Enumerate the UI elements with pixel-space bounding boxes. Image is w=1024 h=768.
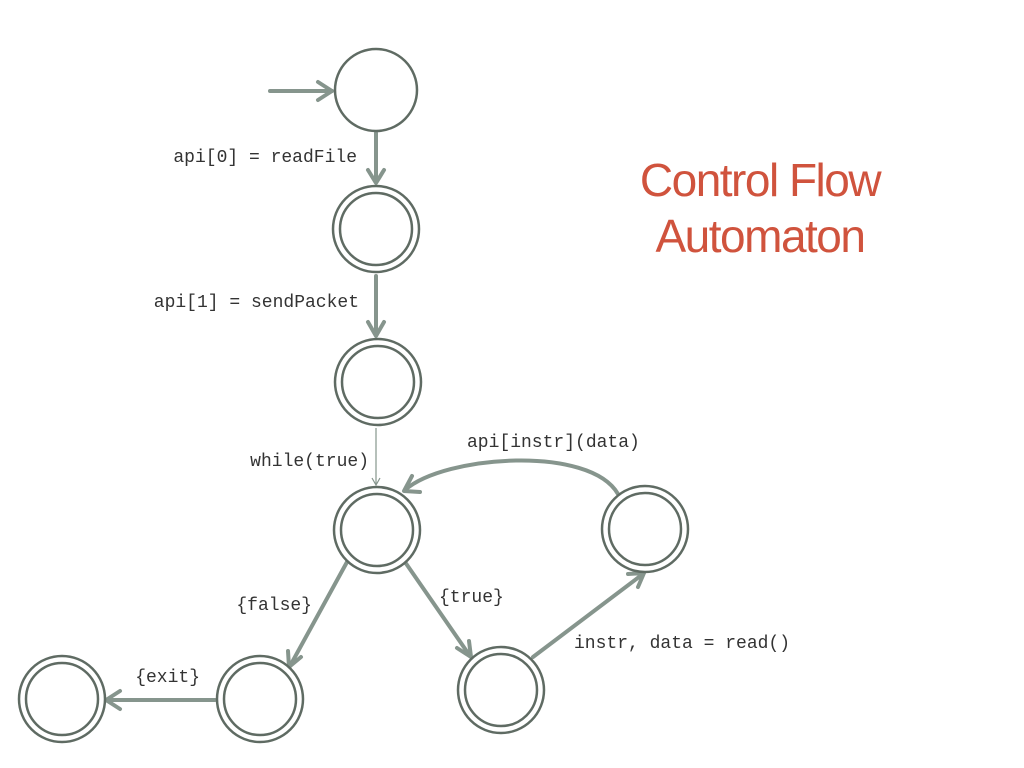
label-t36: {true} <box>439 588 504 608</box>
diagram-title: Control Flow Automaton <box>600 152 920 264</box>
transitions <box>104 80 646 711</box>
label-t57: {exit} <box>135 668 200 688</box>
edge-t36 <box>403 560 472 658</box>
state-s7 <box>17 654 107 744</box>
edge-t36-arrowhead <box>455 639 473 659</box>
edge-t35 <box>288 560 349 668</box>
label-t64: instr, data = read() <box>574 634 790 654</box>
initial-arrowhead <box>316 80 334 102</box>
state-s3 <box>332 485 422 575</box>
states <box>17 47 690 744</box>
state-s2 <box>333 337 423 427</box>
transition-labels: api[0] = readFile api[1] = sendPacket wh… <box>135 148 790 688</box>
state-s5 <box>215 654 305 744</box>
state-s6 <box>456 645 546 735</box>
state-s1 <box>331 184 421 274</box>
edge-t64 <box>531 572 645 659</box>
title-line-2: Automaton <box>655 210 866 262</box>
edge-t43 <box>403 458 620 496</box>
edge-t23-arrowhead <box>371 477 381 487</box>
label-t23: while(true) <box>250 452 369 472</box>
state-s4 <box>600 484 690 574</box>
edge-t01-arrowhead <box>366 168 386 185</box>
title-line-1: Control Flow <box>639 154 882 206</box>
label-t12: api[1] = sendPacket <box>154 293 359 313</box>
edge-t12-arrowhead <box>366 320 386 338</box>
label-t43: api[instr](data) <box>467 433 640 453</box>
label-t01: api[0] = readFile <box>173 148 357 168</box>
edge-t43-arrowhead <box>402 474 422 494</box>
state-s0 <box>333 47 419 133</box>
label-t35: {false} <box>236 596 312 616</box>
